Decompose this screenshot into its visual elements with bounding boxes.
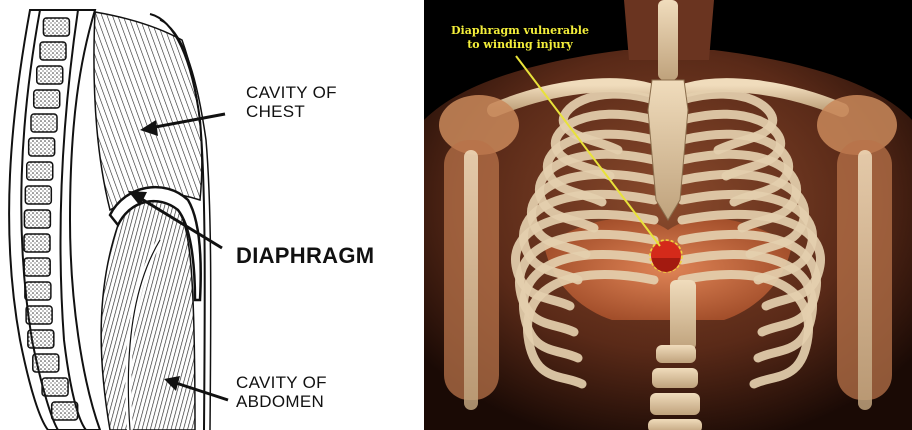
callout-diaphragm-vulnerable: Diaphragm vulnerable to winding injury <box>430 24 610 52</box>
vertebra <box>43 18 69 36</box>
vertebra <box>29 138 55 156</box>
vertebra <box>27 162 53 180</box>
abdomen-cavity-region <box>101 201 195 430</box>
chest-cavity-region <box>94 12 202 210</box>
vertebra <box>42 378 68 396</box>
vertebra <box>26 306 52 324</box>
vertebral-column <box>9 10 100 430</box>
vertebra <box>52 402 78 420</box>
vertebra <box>31 114 57 132</box>
vertebra <box>24 258 50 276</box>
ribcage-illustration <box>424 0 912 430</box>
vertebra <box>24 210 50 228</box>
vertebra <box>40 42 66 60</box>
vertebra <box>25 282 51 300</box>
label-cavity-of-chest: CAVITY OF CHEST <box>246 84 337 121</box>
vertebra <box>28 330 54 348</box>
ribcage-render: Diaphragm vulnerable to winding injury <box>424 0 912 430</box>
vertebra <box>25 186 51 204</box>
vertebra <box>34 90 60 108</box>
vertebra <box>24 234 50 252</box>
spine-illustration <box>0 0 420 430</box>
vertebra <box>37 66 63 84</box>
injury-highlight-marker <box>650 240 682 272</box>
diaphragm-line-diagram: CAVITY OF CHEST DIAPHRAGM CAVITY OF ABDO… <box>0 0 420 430</box>
cervical-spine <box>658 0 678 80</box>
vertebra <box>33 354 59 372</box>
label-cavity-of-abdomen: CAVITY OF ABDOMEN <box>236 374 327 411</box>
label-diaphragm: DIAPHRAGM <box>236 244 374 268</box>
